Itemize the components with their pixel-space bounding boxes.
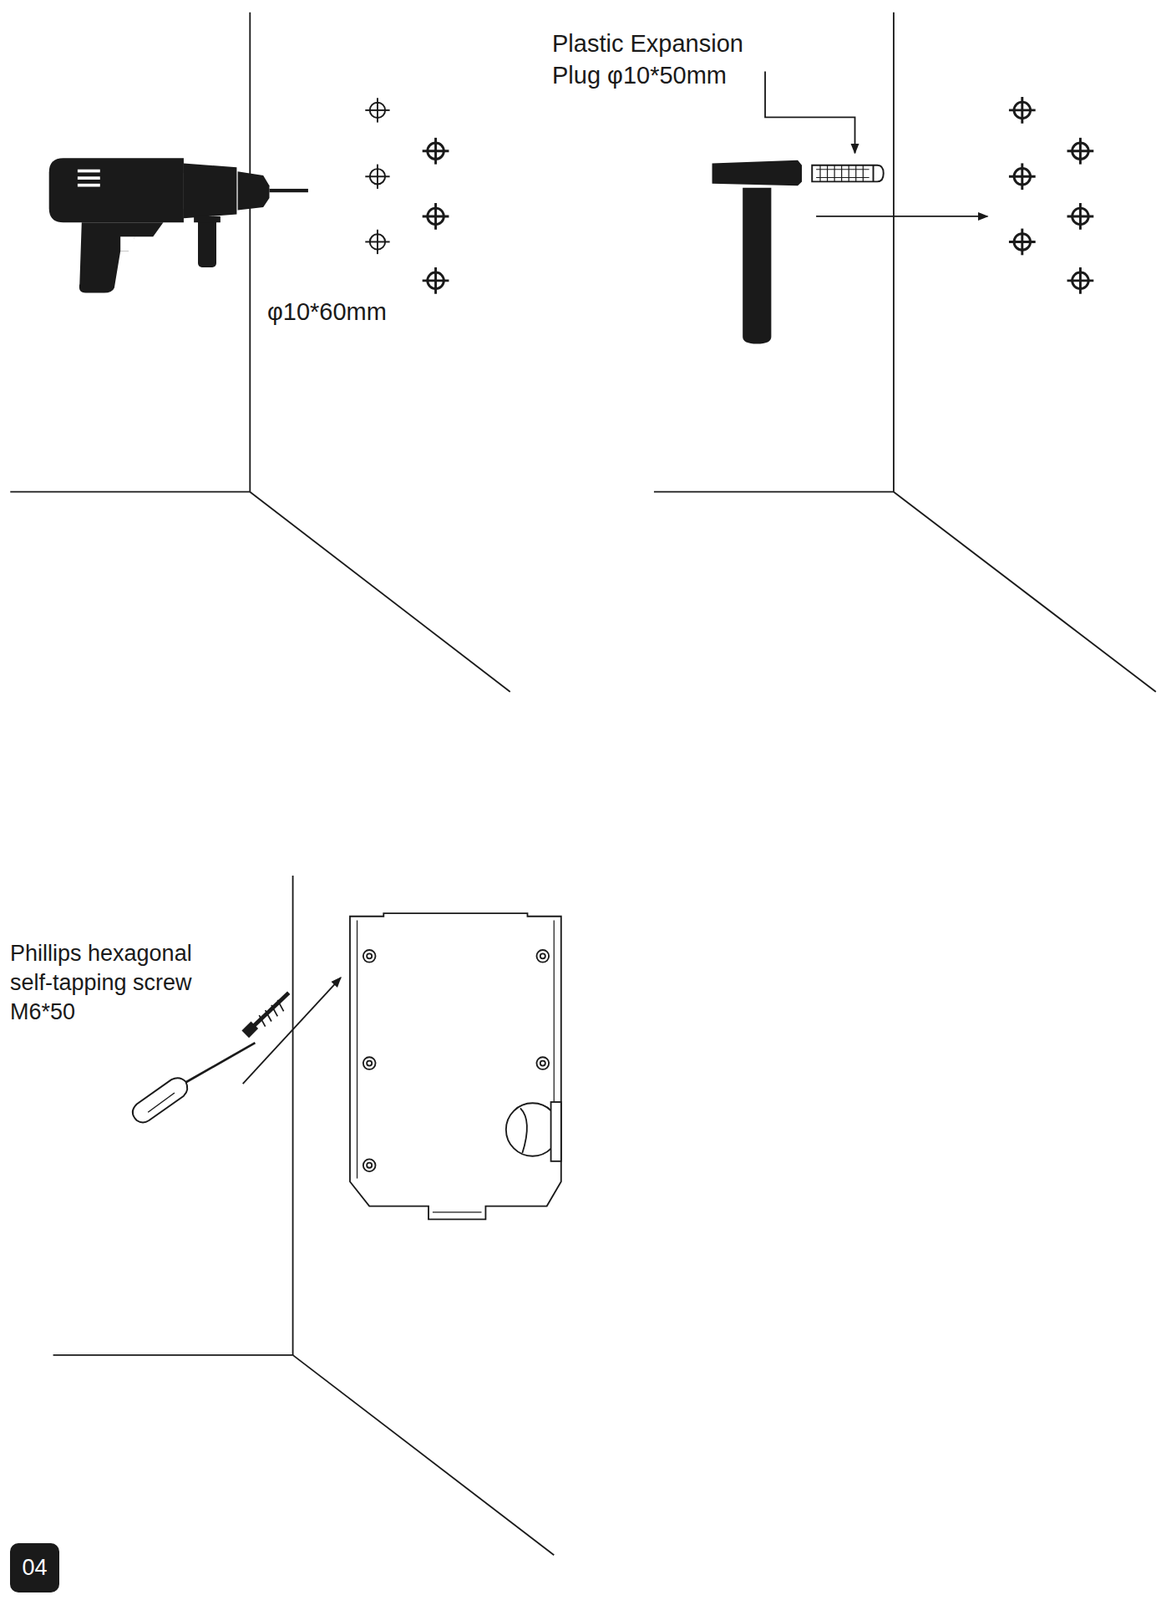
mounting-plate [349,912,562,1219]
self-tapping-screw [243,992,289,1037]
page-number-badge: 04 [10,1542,60,1592]
wall-corner [654,12,1156,692]
expansion-plug [811,165,883,183]
screwdriver [132,1042,256,1122]
drill-hole-marks [365,97,449,294]
drill-hole-marks [1008,96,1094,295]
leader-line [765,70,988,216]
dimension-label: φ10*60mm [267,296,435,329]
wall-corner [10,12,510,692]
hammer [712,160,802,345]
page-number: 04 [21,1554,47,1581]
part-label: Plastic Expansion Plug φ10*50mm [552,28,778,92]
leader-line [243,977,341,1084]
part-label: Phillips hexagonal self-tapping screw M6… [10,938,234,1027]
electric-drill [49,157,309,293]
